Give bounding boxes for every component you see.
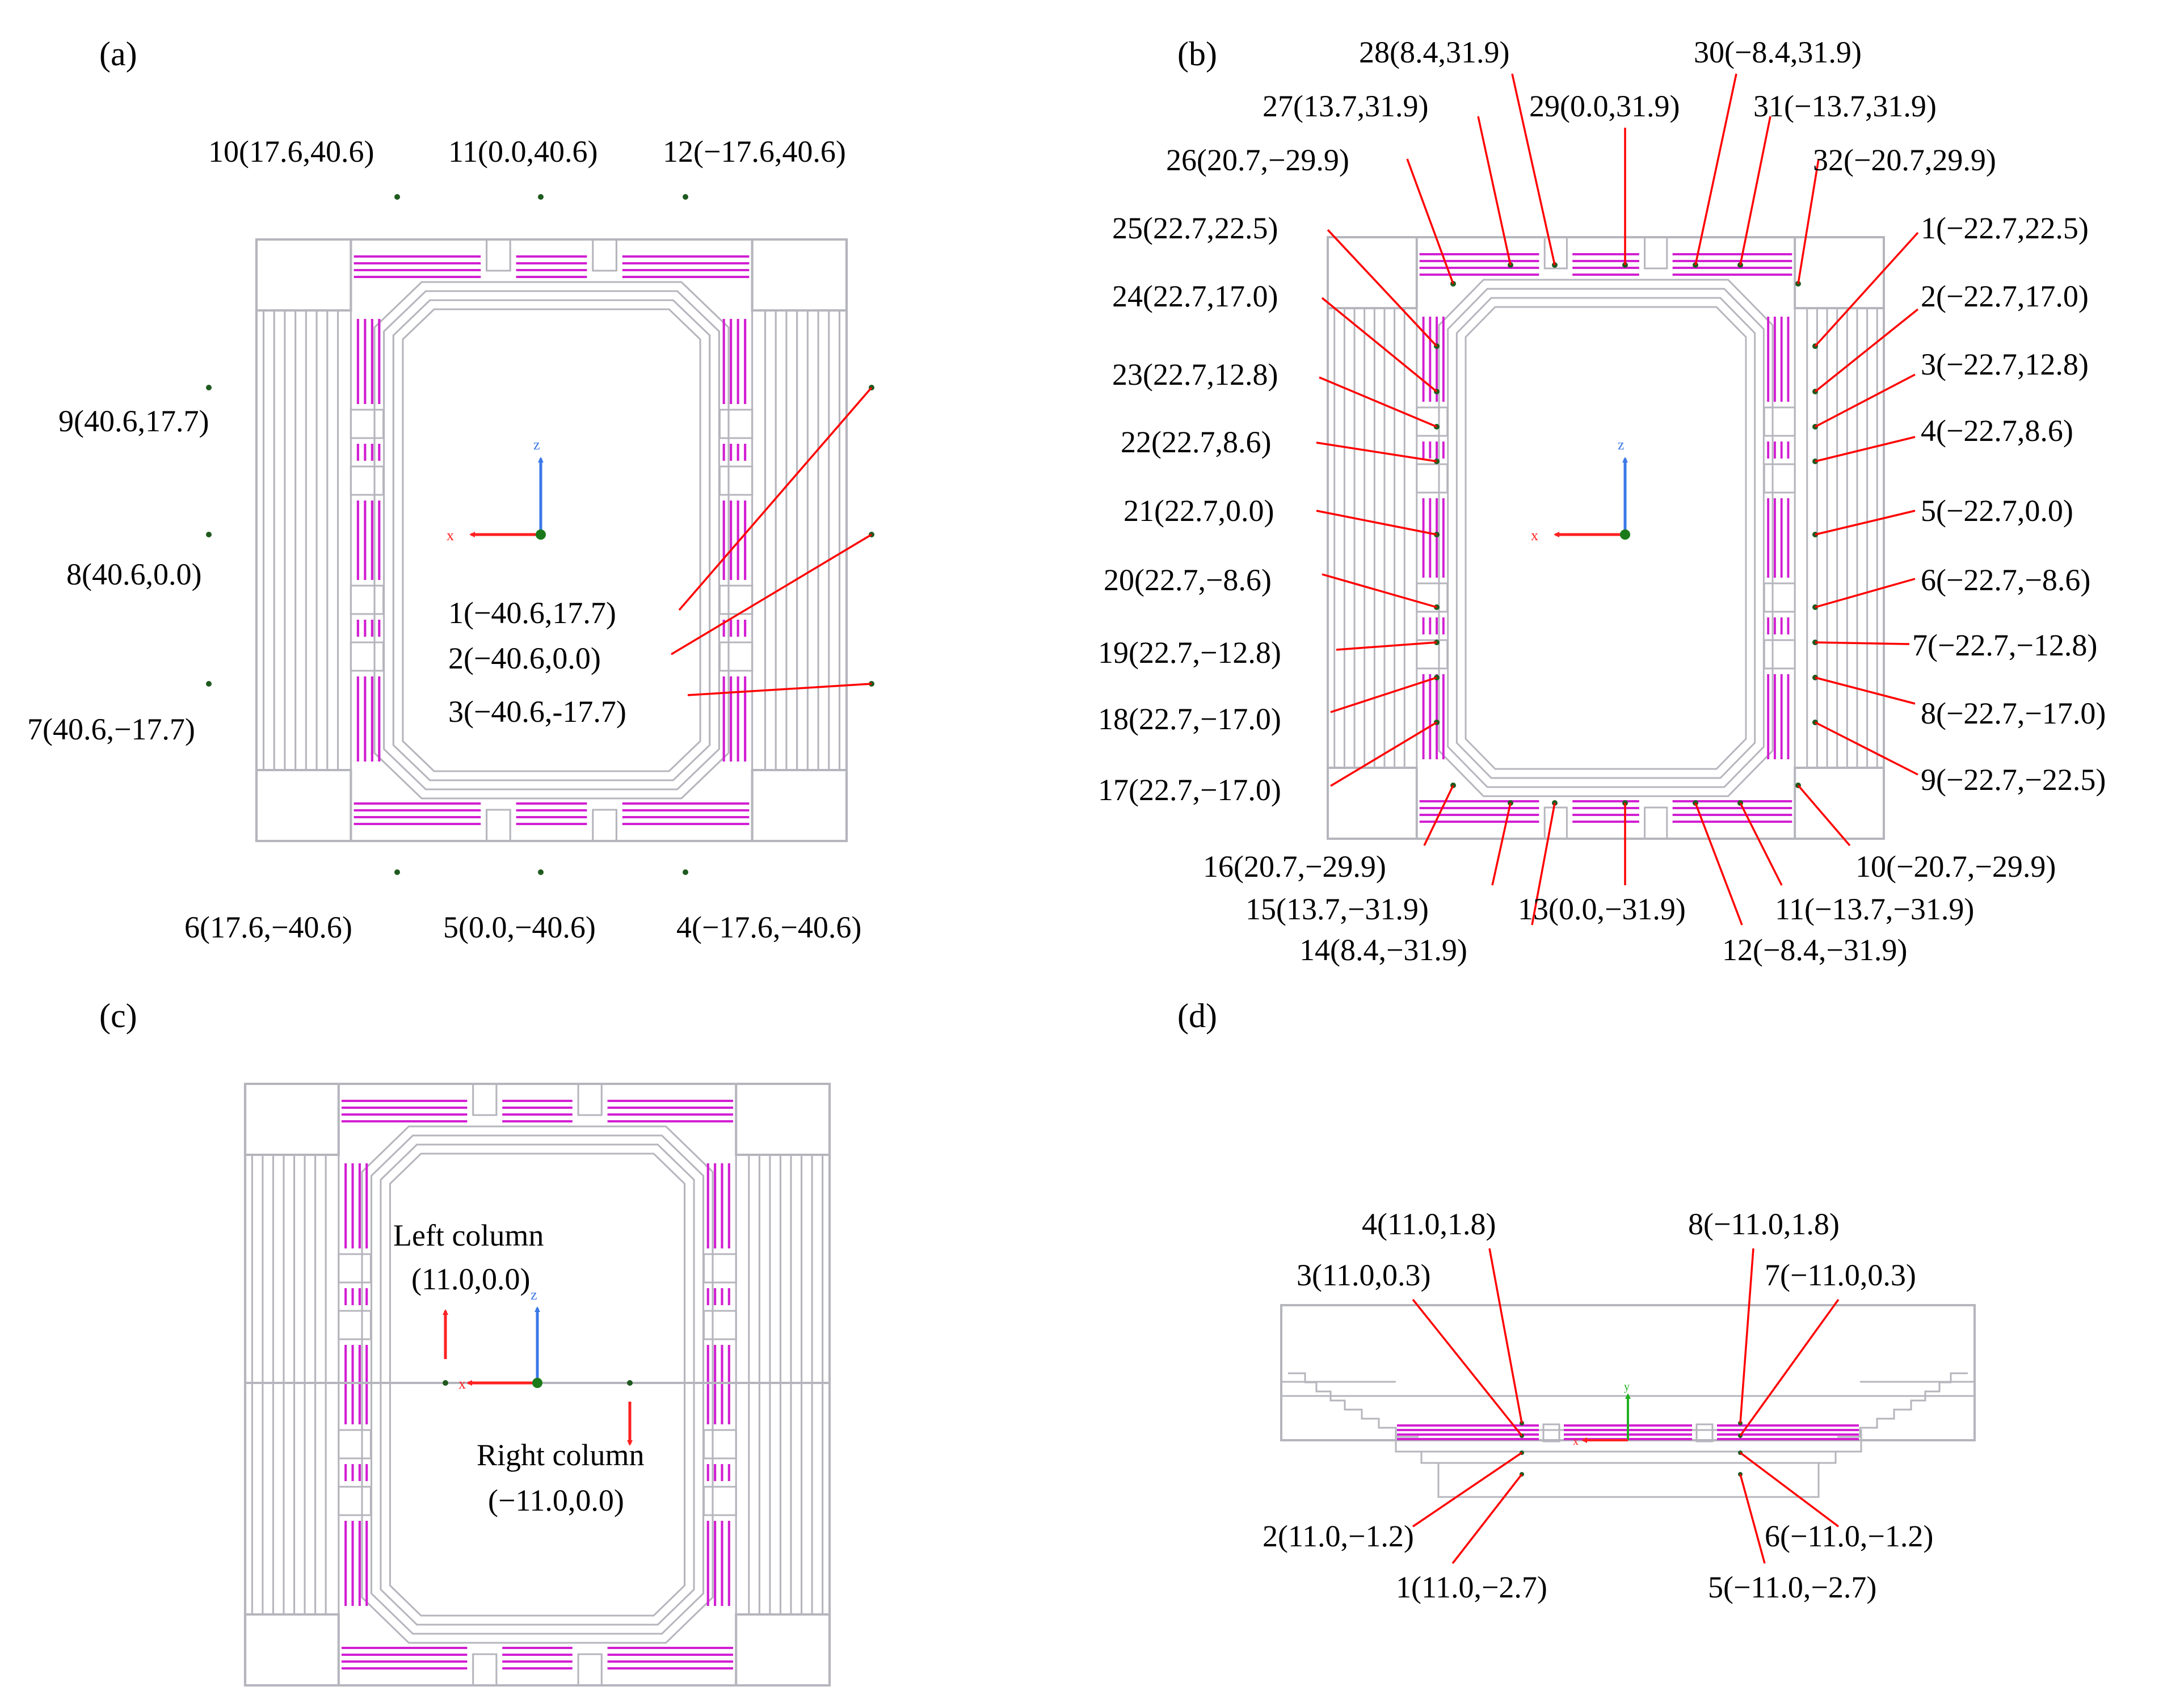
- axis-x-label-b: x: [1531, 527, 1538, 544]
- axis-triad-d: y x: [1573, 1381, 1631, 1448]
- right-column-title: Right column: [477, 1438, 645, 1472]
- labels-a: 1(−40.6,17.7) 2(−40.6,0.0) 3(−40.6,-17.7…: [27, 134, 861, 944]
- point-b-23-label: 23(22.7,12.8): [1112, 358, 1278, 392]
- point-b-26-label: 26(20.7,−29.9): [1166, 143, 1349, 177]
- leaders-d: [1412, 1248, 1840, 1565]
- point-a-5: [538, 869, 544, 875]
- point-b-22-label: 22(22.7,8.6): [1121, 425, 1271, 459]
- point-b-27-label: 27(13.7,31.9): [1263, 89, 1428, 123]
- panel-c: (c) z x Left column (11.0,0.0) Right col…: [99, 997, 830, 1685]
- point-a-12-label: 12(−17.6,40.6): [663, 134, 846, 169]
- point-a-7-label: 7(40.6,−17.7): [27, 712, 195, 746]
- left-column-coord: (11.0,0.0): [411, 1262, 530, 1296]
- left-column-title: Left column: [393, 1218, 544, 1252]
- point-b-20-label: 20(22.7,−8.6): [1104, 563, 1272, 597]
- point-b-9-label: 9(−22.7,−22.5): [1921, 763, 2106, 797]
- point-a-10: [394, 194, 400, 200]
- points-a: [206, 194, 874, 875]
- axis-x-label-a: x: [447, 527, 454, 544]
- labels-b: 1(−22.7,22.5) 2(−22.7,17.0) 3(−22.7,12.8…: [1098, 35, 2106, 967]
- point-a-10-label: 10(17.6,40.6): [208, 134, 374, 169]
- point-b-1-label: 1(−22.7,22.5): [1921, 211, 2089, 245]
- point-b-29-label: 29(0.0,31.9): [1529, 89, 1680, 123]
- point-left-column: [443, 1380, 448, 1386]
- frame-drawing-a: [256, 239, 847, 841]
- panel-b-label: (b): [1177, 35, 1217, 73]
- point-b-6-label: 6(−22.7,−8.6): [1921, 563, 2090, 597]
- point-a-4: [683, 869, 688, 875]
- point-d-6-label: 6(−11.0,−1.2): [1765, 1519, 1933, 1553]
- point-a-3-label: 3(−40.6,-17.7): [448, 695, 626, 729]
- axis-triad-a: z x: [447, 436, 546, 544]
- point-a-8-label: 8(40.6,0.0): [66, 557, 201, 591]
- axis-x-label-d: x: [1573, 1435, 1579, 1448]
- point-a-7: [206, 681, 212, 687]
- point-d-3-label: 3(11.0,0.3): [1297, 1258, 1430, 1292]
- point-a-8: [206, 532, 212, 537]
- labels-d: 1(11.0,−2.7) 2(11.0,−1.2) 3(11.0,0.3) 4(…: [1263, 1207, 1933, 1604]
- axis-z-label-a: z: [533, 436, 540, 453]
- leaders-b: [1316, 73, 1919, 926]
- leaders-a: [671, 386, 873, 696]
- point-b-2-label: 2(−22.7,17.0): [1921, 279, 2089, 313]
- panel-c-label: (c): [99, 997, 137, 1034]
- right-column-coord: (−11.0,0.0): [488, 1483, 624, 1517]
- panel-a-label: (a): [99, 35, 137, 73]
- point-d-1-label: 1(11.0,−2.7): [1396, 1570, 1547, 1604]
- point-a-1-label: 1(−40.6,17.7): [448, 596, 616, 630]
- axis-triad-c: z x: [458, 1286, 542, 1392]
- panel-b: (b) z x: [1098, 35, 2106, 967]
- point-b-14-label: 14(8.4,−31.9): [1299, 933, 1467, 967]
- point-d-2-label: 2(11.0,−1.2): [1263, 1519, 1414, 1553]
- point-b-31-label: 31(−13.7,31.9): [1753, 89, 1937, 123]
- point-a-5-label: 5(0.0,−40.6): [443, 910, 596, 944]
- point-a-6: [394, 869, 400, 875]
- point-b-4-label: 4(−22.7,8.6): [1921, 414, 2073, 448]
- point-a-4-label: 4(−17.6,−40.6): [676, 910, 861, 944]
- point-b-10-label: 10(−20.7,−29.9): [1855, 850, 2056, 884]
- panel-d: (d) y: [1177, 997, 1976, 1604]
- point-b-17-label: 17(22.7,−17.0): [1098, 773, 1281, 807]
- frame-drawing-b: [1327, 236, 1885, 840]
- panel-a: (a) z x: [27, 35, 874, 944]
- point-b-25-label: 25(22.7,22.5): [1112, 211, 1278, 245]
- point-right-column: [627, 1380, 633, 1386]
- point-a-11: [538, 194, 544, 200]
- point-a-6-label: 6(17.6,−40.6): [184, 910, 352, 944]
- point-b-30-label: 30(−8.4,31.9): [1694, 35, 1862, 69]
- point-b-7-label: 7(−22.7,−12.8): [1912, 628, 2097, 662]
- point-a-9: [206, 385, 212, 390]
- point-b-12-label: 12(−8.4,−31.9): [1722, 933, 1907, 967]
- point-b-24-label: 24(22.7,17.0): [1112, 279, 1278, 313]
- point-b-18-label: 18(22.7,−17.0): [1098, 702, 1281, 736]
- axis-triad-b: z x: [1531, 436, 1630, 544]
- axis-y-label-d: y: [1624, 1381, 1630, 1393]
- point-b-8-label: 8(−22.7,−17.0): [1921, 696, 2106, 730]
- point-b-13-label: 13(0.0,−31.9): [1518, 892, 1686, 926]
- axis-x-label-c: x: [458, 1376, 466, 1392]
- point-d-8-label: 8(−11.0,1.8): [1688, 1207, 1840, 1241]
- point-d-7-label: 7(−11.0,0.3): [1765, 1258, 1916, 1292]
- point-b-21-label: 21(22.7,0.0): [1123, 494, 1274, 528]
- point-b-11-label: 11(−13.7,−31.9): [1775, 892, 1974, 926]
- panel-d-label: (d): [1177, 997, 1217, 1034]
- point-b-16-label: 16(20.7,−29.9): [1203, 850, 1386, 884]
- point-b-28-label: 28(8.4,31.9): [1359, 35, 1509, 69]
- point-a-12: [683, 194, 688, 200]
- axis-z-label-b: z: [1618, 436, 1625, 453]
- point-d-4-label: 4(11.0,1.8): [1362, 1207, 1496, 1241]
- point-b-3-label: 3(−22.7,12.8): [1921, 347, 2089, 381]
- point-b-19-label: 19(22.7,−12.8): [1098, 636, 1281, 670]
- axis-z-label-c: z: [531, 1286, 537, 1303]
- point-a-2-label: 2(−40.6,0.0): [448, 641, 601, 675]
- point-b-32-label: 32(−20.7,29.9): [1813, 143, 1996, 177]
- point-b-15-label: 15(13.7,−31.9): [1245, 892, 1429, 926]
- point-a-11-label: 11(0.0,40.6): [448, 134, 597, 169]
- point-b-5-label: 5(−22.7,0.0): [1921, 494, 2073, 528]
- point-a-9-label: 9(40.6,17.7): [58, 404, 209, 438]
- point-d-5-label: 5(−11.0,−2.7): [1708, 1570, 1876, 1604]
